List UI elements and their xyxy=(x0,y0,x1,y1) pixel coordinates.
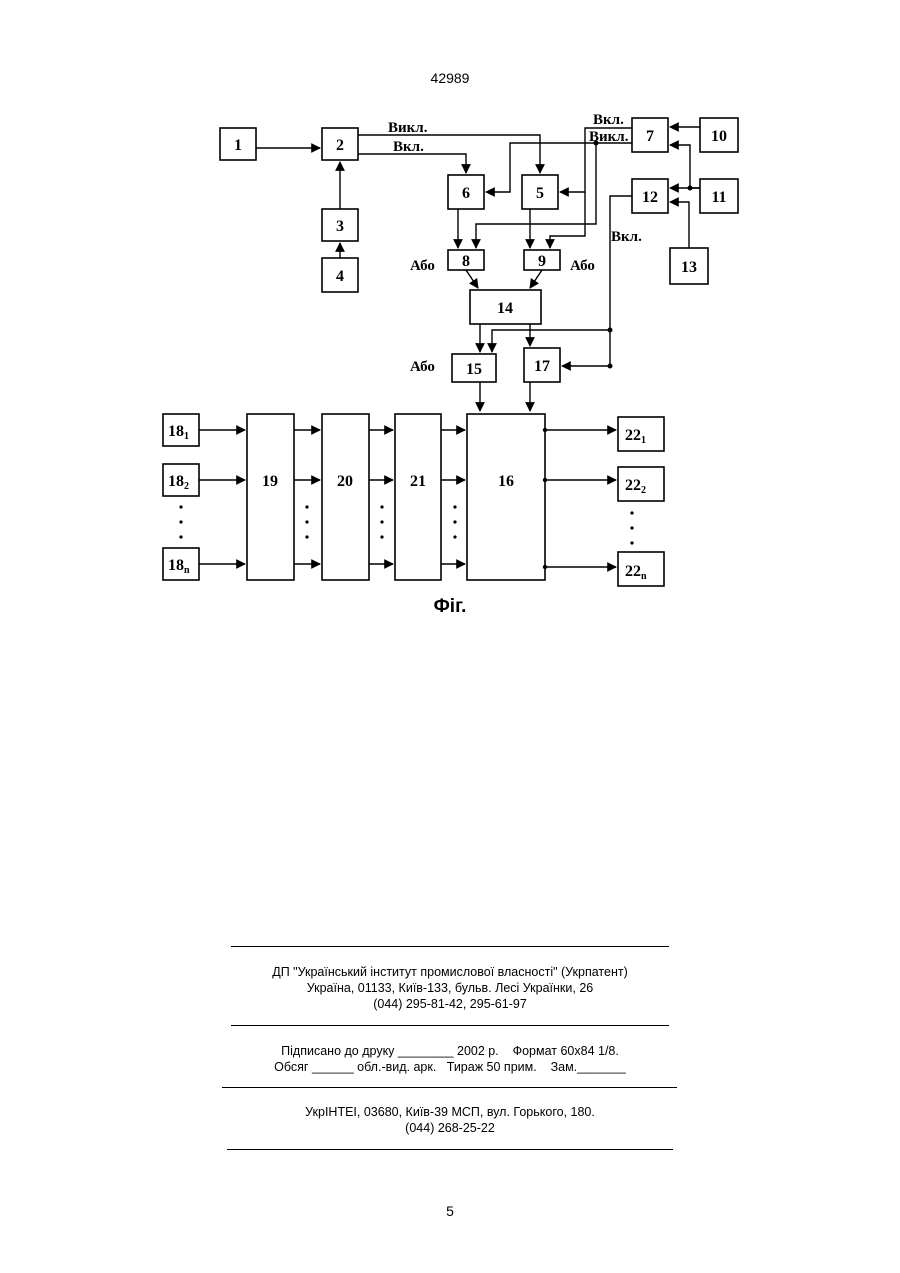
footer-divider xyxy=(231,1025,669,1026)
input-18-n-base: 18 xyxy=(168,557,184,574)
block-7: 7 xyxy=(632,118,668,152)
input-18-1-base: 18 xyxy=(168,423,184,440)
block-12: 12 xyxy=(632,179,668,213)
block-6-label: 6 xyxy=(462,185,470,202)
output-22-2-base: 22 xyxy=(625,477,641,494)
label-off-7: Викл. xyxy=(589,129,629,145)
footer-print-line-1: Підписано до друку ________ 2002 р. Форм… xyxy=(0,1043,900,1059)
block-20: 20 xyxy=(322,414,369,580)
input-18-2-base: 18 xyxy=(168,473,184,490)
block-1: 1 xyxy=(220,128,256,160)
block-15: 15 xyxy=(452,354,496,382)
output-22-n: 22n xyxy=(618,552,664,586)
block-2: 2 xyxy=(322,128,358,160)
footer-divider xyxy=(227,1149,673,1150)
block-10: 10 xyxy=(700,118,738,152)
block-19-label: 19 xyxy=(262,473,278,490)
footer-divider xyxy=(222,1087,677,1088)
output-22-n-sub: n xyxy=(641,571,647,582)
footer-publisher-line-2: (044) 268-25-22 xyxy=(0,1120,900,1136)
label-or-15: Або xyxy=(410,359,435,375)
block-3: 3 xyxy=(322,209,358,241)
footer-print-line-2: Обсяг ______ обл.-вид. арк. Тираж 50 при… xyxy=(0,1059,900,1075)
block-11-label: 11 xyxy=(711,189,726,206)
label-or-9: Або xyxy=(570,258,595,274)
output-22-2-sub: 2 xyxy=(641,485,646,496)
output-22-1-base: 22 xyxy=(625,427,641,444)
label-on-2: Вкл. xyxy=(393,139,424,155)
block-14-label: 14 xyxy=(497,300,513,317)
input-18-2: 182 xyxy=(163,464,199,496)
block-4: 4 xyxy=(322,258,358,292)
block-3-label: 3 xyxy=(336,218,344,235)
footer-publisher-line-1: УкрІНТЕІ, 03680, Київ-39 МСП, вул. Горьк… xyxy=(0,1104,900,1120)
block-19: 19 xyxy=(247,414,294,580)
block-5-label: 5 xyxy=(536,185,544,202)
output-22-1-sub: 1 xyxy=(641,435,646,446)
label-on-12: Вкл. xyxy=(611,229,642,245)
input-18-1: 181 xyxy=(163,414,199,446)
block-15-label: 15 xyxy=(466,361,482,378)
input-18-2-sub: 2 xyxy=(184,481,189,492)
block-21: 21 xyxy=(395,414,441,580)
block-13: 13 xyxy=(670,248,708,284)
label-on-7: Вкл. xyxy=(593,112,624,128)
block-10-label: 10 xyxy=(711,128,727,145)
output-22-n-base: 22 xyxy=(625,563,641,580)
block-13-label: 13 xyxy=(681,259,697,276)
block-1-label: 1 xyxy=(234,137,242,154)
footer-org-line-1: ДП "Український інститут промислової вла… xyxy=(0,964,900,980)
figure-caption: Фіг. xyxy=(0,596,900,618)
block-6: 6 xyxy=(448,175,484,209)
footer-org-line-3: (044) 295-81-42, 295-61-97 xyxy=(0,996,900,1012)
output-ellipsis xyxy=(630,511,633,544)
footer-divider xyxy=(231,946,669,947)
input-18-n-sub: n xyxy=(184,565,190,576)
block-5: 5 xyxy=(522,175,558,209)
input-18-1-sub: 1 xyxy=(184,431,189,442)
block-20-label: 20 xyxy=(337,473,353,490)
block-21-label: 21 xyxy=(410,473,426,490)
input-ellipsis xyxy=(179,505,182,538)
block-11: 11 xyxy=(700,179,738,213)
output-22-2: 222 xyxy=(618,467,664,501)
input-18-n: 18n xyxy=(163,548,199,580)
block-12-label: 12 xyxy=(642,189,658,206)
block-4-label: 4 xyxy=(336,268,344,285)
block-2-label: 2 xyxy=(336,137,344,154)
block-16: 16 xyxy=(467,414,545,580)
page-number: 5 xyxy=(0,1203,900,1219)
block-14: 14 xyxy=(470,290,541,324)
block-17: 17 xyxy=(524,348,560,382)
block-8: 8 xyxy=(448,250,484,270)
label-off-2: Викл. xyxy=(388,120,428,136)
block-8-label: 8 xyxy=(462,253,470,270)
block-7-label: 7 xyxy=(646,128,654,145)
block-9: 9 xyxy=(524,250,560,270)
output-22-1: 221 xyxy=(618,417,664,451)
block-17-label: 17 xyxy=(534,358,550,375)
label-or-8: Або xyxy=(410,258,435,274)
block-16-label: 16 xyxy=(498,473,514,490)
block-diagram: 1 2 3 4 5 6 7 8 xyxy=(0,0,900,600)
footer-org-line-2: Україна, 01133, Київ-133, бульв. Лесі Ук… xyxy=(0,980,900,996)
block-9-label: 9 xyxy=(538,253,546,270)
